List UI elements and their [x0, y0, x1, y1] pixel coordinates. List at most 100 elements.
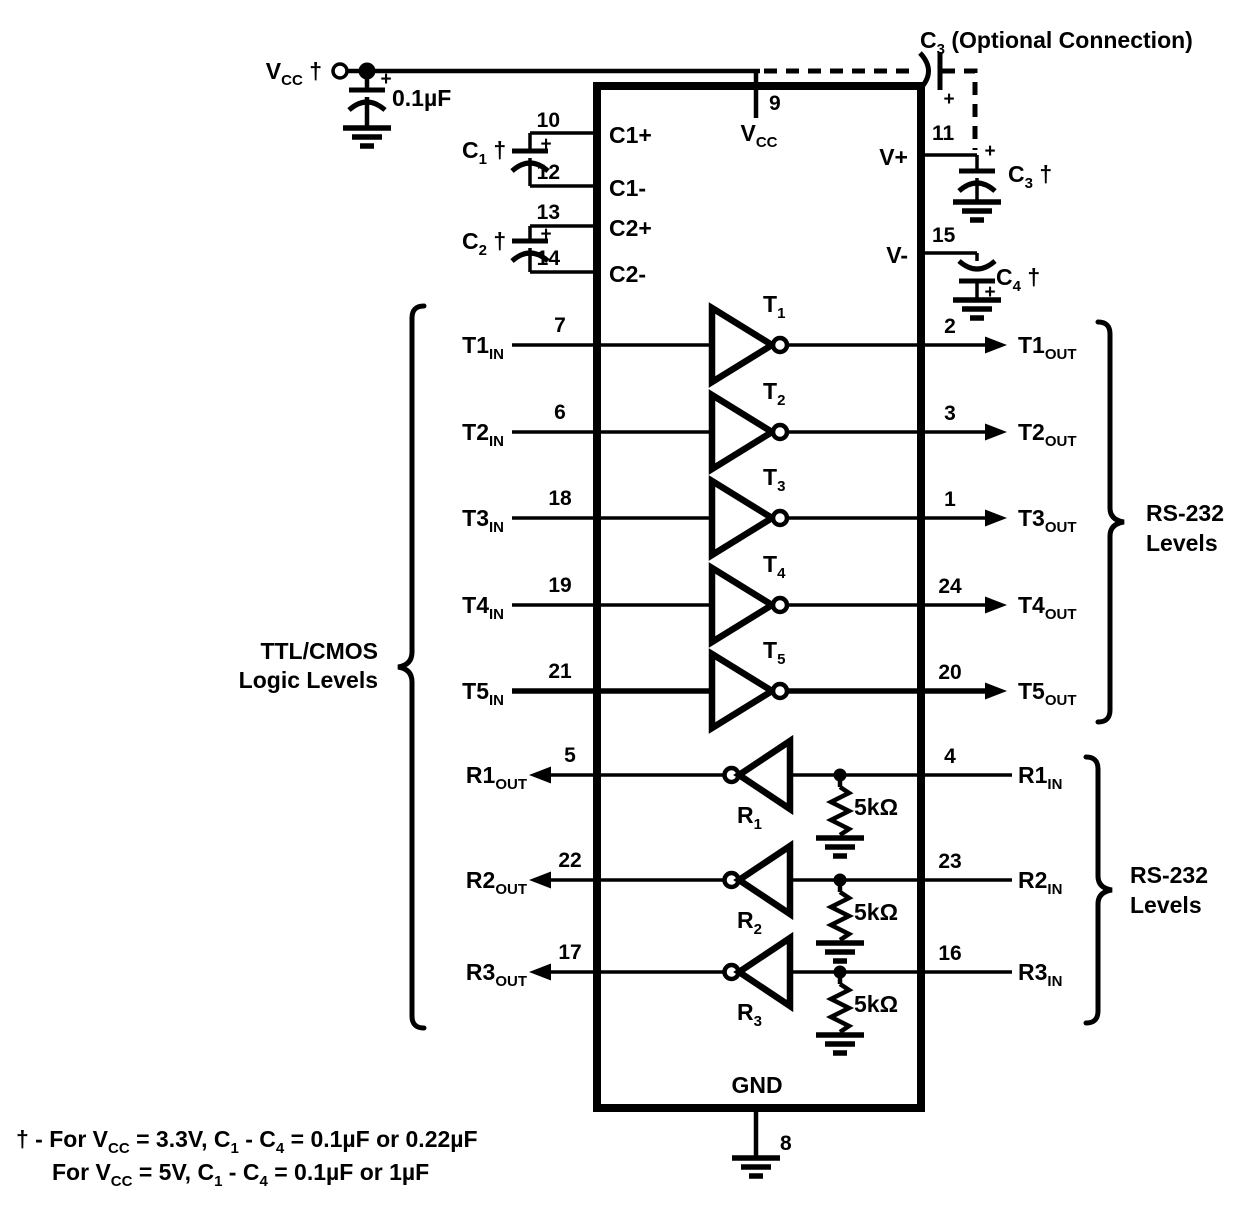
ground-symbol	[732, 1158, 780, 1176]
transmitter-1: T1IN 7 T1 2 T1OUT	[462, 291, 1077, 388]
c4-wires	[925, 251, 979, 300]
pin-13-label: 13	[537, 201, 560, 224]
r3-out-arrow-icon	[529, 963, 551, 981]
t2-inverter-bubble	[770, 422, 790, 442]
t4-inverter-bubble	[770, 595, 790, 615]
t2-inverter-symbol	[708, 389, 779, 475]
r3-out-label: R3OUT	[466, 959, 527, 990]
pin-18-label: 18	[548, 487, 572, 510]
r1-out-arrow-icon	[529, 766, 551, 784]
optional-cap-plus-sign: +	[943, 89, 954, 110]
pin-11-label: 11	[932, 122, 955, 145]
c3-plus-sign: +	[984, 141, 995, 162]
transmitter-2: T2IN 6 T2 3 T2OUT	[462, 378, 1077, 475]
r2-resistor-value: 5kΩ	[854, 899, 898, 925]
pin-20-label: 20	[938, 661, 961, 684]
r3-resistor-value: 5kΩ	[854, 991, 898, 1017]
ic-c2minus-label: C2-	[609, 261, 646, 287]
vminus-c4-circuit: + C4 † 15 V-	[886, 224, 1040, 318]
transmitter-5: T5IN 21 T5 20 T5OUT	[462, 637, 1077, 734]
rs232-top-label-line2: Levels	[1146, 530, 1218, 556]
footnote-line1: † - For VCC = 3.3V, C1 - C4 = 0.1µF or 0…	[16, 1126, 478, 1157]
r3-resistor-symbol	[825, 982, 855, 1034]
t3-out-label: T3OUT	[1018, 505, 1077, 536]
pin-12-label: 12	[537, 161, 560, 184]
t2-name-label: T2	[763, 378, 785, 409]
r1-name-label: R1	[737, 802, 762, 833]
ic-c1plus-label: C1+	[609, 122, 652, 148]
pin-1-label: 1	[944, 488, 956, 511]
r3-in-label: R3IN	[1018, 959, 1062, 990]
t1-inverter-bubble	[770, 335, 790, 355]
pin-6-label: 6	[554, 401, 566, 424]
r1-in-label: R1IN	[1018, 762, 1062, 793]
rs232-bottom-label-line1: RS-232	[1130, 862, 1208, 888]
pin-21-label: 21	[548, 660, 572, 683]
t4-in-label: T4IN	[462, 592, 504, 623]
t1-inverter-symbol	[708, 302, 779, 388]
vplus-c3-circuit: + C3 † 11 V+	[879, 122, 1052, 220]
t3-name-label: T3	[763, 464, 785, 495]
pin-19-label: 19	[548, 574, 571, 597]
r2-out-label: R2OUT	[466, 867, 527, 898]
rs232-bottom-label-line2: Levels	[1130, 892, 1202, 918]
r2-name-label: R2	[737, 907, 762, 938]
pin-24-label: 24	[938, 575, 962, 598]
optional-cap-curved-plate	[918, 51, 931, 91]
pin-7-label: 7	[554, 314, 566, 337]
t5-inverter-bubble	[770, 681, 790, 701]
rs232-bottom-brace	[1083, 754, 1113, 1026]
t3-out-arrow-icon	[985, 509, 1007, 527]
pin-8-label: 8	[780, 1132, 792, 1155]
t4-out-arrow-icon	[985, 596, 1007, 614]
r1-resistor-symbol	[825, 785, 855, 837]
c1-capacitor-circuit: + C1 † 10 12 C1+ C1-	[462, 109, 652, 201]
t3-inverter-bubble	[770, 508, 790, 528]
ttl-cmos-label-line1: TTL/CMOS	[260, 638, 378, 664]
ic-gnd-label: GND	[731, 1072, 782, 1098]
c2-capacitor-circuit: + C2 † 13 14 C2+ C2-	[462, 201, 652, 287]
ttl-cmos-brace	[397, 303, 427, 1031]
t5-inverter-symbol	[708, 648, 779, 734]
pin-9-label: 9	[769, 92, 781, 115]
bypass-plus-sign: +	[380, 69, 391, 90]
c3-label: C3 †	[1008, 161, 1052, 192]
pin-15-label: 15	[932, 224, 956, 247]
c1-label: C1 †	[462, 137, 506, 168]
c1-wires	[528, 131, 593, 188]
rs232-bottom-brace-group: RS-232 Levels	[1083, 754, 1208, 1026]
vcc-terminal-label: VCC †	[266, 58, 322, 89]
ttl-cmos-label-line2: Logic Levels	[239, 667, 378, 693]
pin-14-label: 14	[537, 247, 561, 270]
c4-label: C4 †	[996, 264, 1040, 295]
pin-5-label: 5	[564, 744, 576, 767]
t1-in-label: T1IN	[462, 332, 504, 363]
footnote: † - For VCC = 3.3V, C1 - C4 = 0.1µF or 0…	[16, 1126, 478, 1190]
transmitter-3: T3IN 18 T3 1 T3OUT	[462, 464, 1077, 561]
t3-inverter-symbol	[708, 475, 779, 561]
pin-2-label: 2	[944, 315, 956, 338]
footnote-line2: For VCC = 5V, C1 - C4 = 0.1µF or 1µF	[52, 1159, 429, 1190]
t1-out-label: T1OUT	[1018, 332, 1077, 363]
c1-plus-sign: +	[540, 134, 551, 155]
t4-out-label: T4OUT	[1018, 592, 1077, 623]
t4-name-label: T4	[763, 551, 786, 582]
ic-vplus-label: V+	[879, 144, 908, 170]
t2-in-label: T2IN	[462, 419, 504, 450]
bypass-value-label: 0.1µF	[392, 85, 451, 111]
ic-c2plus-label: C2+	[609, 215, 652, 241]
gnd-pin-circuit: GND 8	[731, 1072, 792, 1176]
c4-capacitor-symbol	[959, 261, 995, 281]
rs232-top-label-line1: RS-232	[1146, 500, 1224, 526]
ic-c1minus-label: C1-	[609, 175, 646, 201]
ic-vcc-label: VCC	[740, 120, 777, 151]
ground-symbol	[953, 202, 1001, 220]
r2-in-label: R2IN	[1018, 867, 1062, 898]
pin-4-label: 4	[944, 745, 956, 768]
pin-10-label: 10	[537, 109, 560, 132]
t1-out-arrow-icon	[985, 336, 1007, 354]
rs232-top-brace-group: RS-232 Levels	[1095, 319, 1224, 725]
optional-dashed-wire	[764, 68, 978, 150]
t1-name-label: T1	[763, 291, 785, 322]
r3-name-label: R3	[737, 999, 762, 1030]
